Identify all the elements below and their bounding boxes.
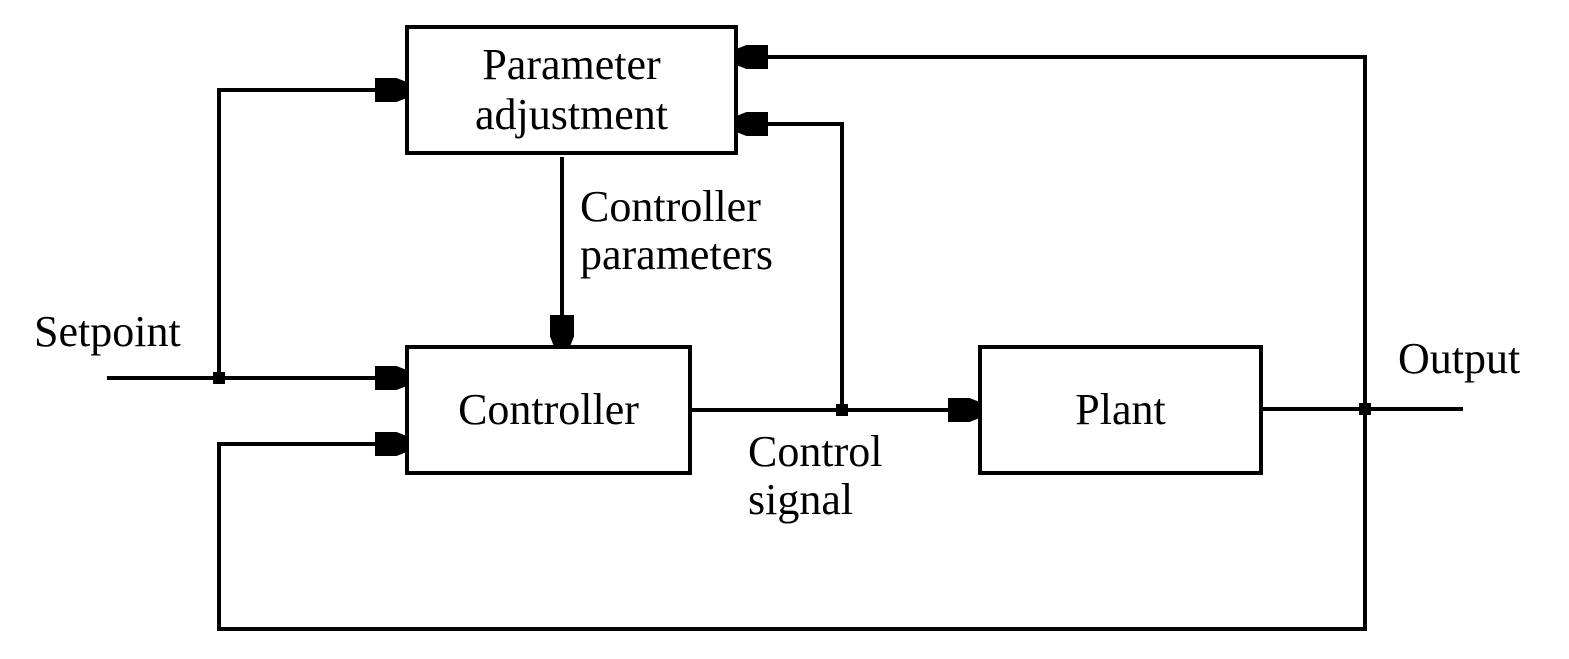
block-parameter-adjustment: Parameter adjustment xyxy=(405,25,738,155)
output-junction-dot xyxy=(1359,403,1371,415)
control-signal-label: Control signal xyxy=(748,428,882,524)
controller-parameters-label-line2: parameters xyxy=(580,230,773,279)
control-signal-label-line1: Control xyxy=(748,427,883,476)
controller-parameters-label: Controller parameters xyxy=(580,183,773,279)
setpoint-junction-dot xyxy=(213,372,225,384)
parameter-adjustment-label-line1: Parameter xyxy=(482,40,661,89)
block-plant: Plant xyxy=(978,345,1263,475)
parameter-adjustment-label-line2: adjustment xyxy=(474,90,669,139)
control-signal-feedback-arrow xyxy=(738,124,844,410)
output-feedback-to-parameter-adjustment-arrow xyxy=(738,57,1367,409)
control-signal-junction-dot xyxy=(836,404,848,416)
setpoint-to-parameter-adjustment-arrow xyxy=(217,90,405,378)
block-controller: Controller xyxy=(405,345,692,475)
control-signal-label-line2: signal xyxy=(748,475,854,524)
controller-label: Controller xyxy=(458,385,639,434)
output-label: Output xyxy=(1398,334,1521,383)
setpoint-label: Setpoint xyxy=(34,307,181,356)
controller-parameters-label-line1: Controller xyxy=(580,182,761,231)
output-feedback-to-controller-arrow xyxy=(217,409,1367,631)
plant-label: Plant xyxy=(1075,385,1166,434)
